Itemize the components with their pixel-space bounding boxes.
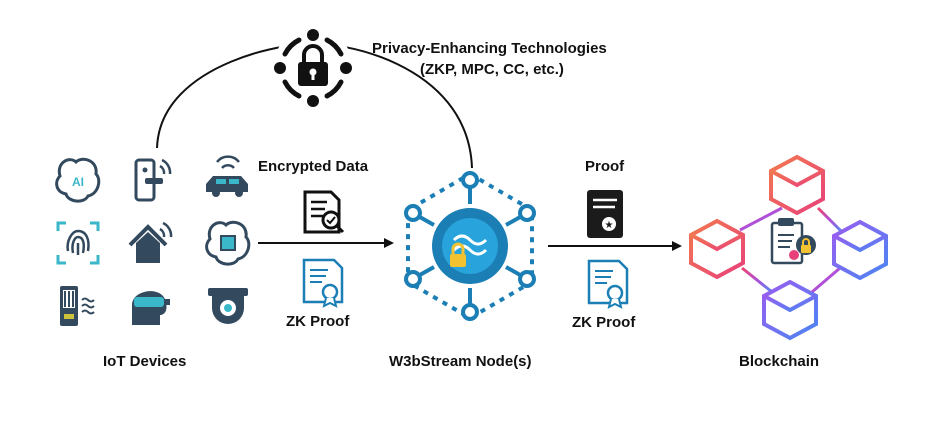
sensor-device-icon: [60, 286, 95, 326]
connected-car-icon: [206, 155, 248, 197]
smart-home-icon: [128, 221, 173, 263]
svg-text:★: ★: [605, 220, 614, 231]
flow-arrowhead-left: [384, 238, 394, 248]
svg-text:AI: AI: [72, 175, 84, 189]
fingerprint-scan-icon: [56, 221, 100, 265]
encrypted-data-label: Encrypted Data: [258, 158, 369, 175]
ai-brain-icon: AI: [55, 157, 101, 203]
certificate-icon: [587, 259, 629, 309]
proof-label: Proof: [585, 158, 625, 175]
pets-title-line1: Privacy-Enhancing Technologies: [372, 40, 607, 57]
w3bstream-node-label: W3bStream Node(s): [389, 353, 532, 370]
blockchain-cubes-icon: [689, 154, 888, 341]
zk-proof-label-left: ZK Proof: [286, 313, 350, 330]
zk-proof-label-right: ZK Proof: [572, 314, 636, 331]
certificate-icon: [302, 258, 344, 308]
pets-title-line2: (ZKP, MPC, CC, etc.): [420, 61, 564, 78]
flow-arrowhead-right: [672, 241, 682, 251]
privacy-lock-network-icon: [273, 28, 353, 108]
proof-document-icon: ★: [587, 190, 623, 238]
iot-devices-label: IoT Devices: [103, 353, 187, 370]
encrypted-document-icon: [303, 190, 345, 234]
vr-headset-user-icon: [132, 291, 170, 325]
w3bstream-node-hub-icon: [404, 171, 536, 321]
smart-door-lock-icon: [134, 158, 172, 202]
chip-brain-icon: [205, 220, 251, 266]
blockchain-label: Blockchain: [739, 353, 820, 370]
security-camera-icon: [208, 288, 248, 324]
